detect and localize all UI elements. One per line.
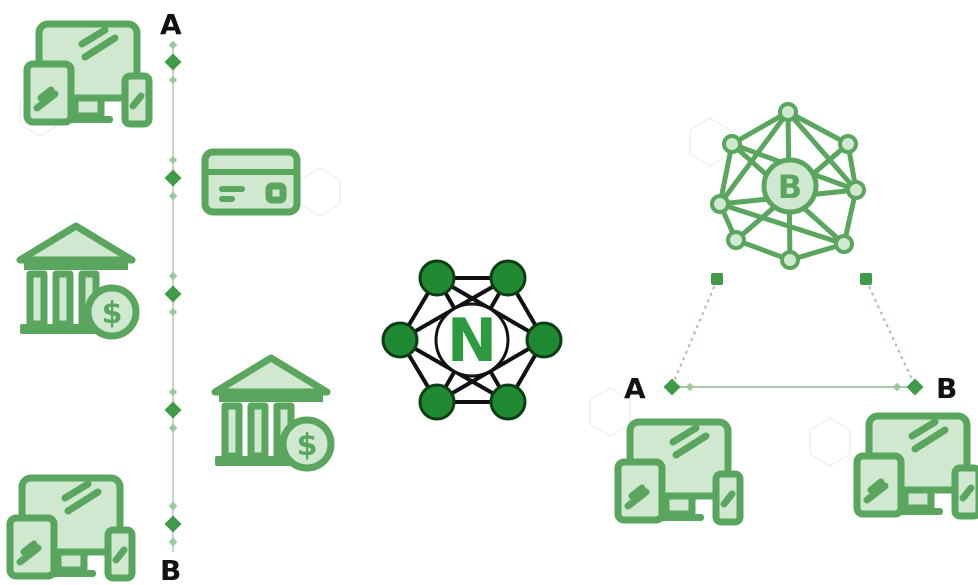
nano-network-icon: N [381,259,563,421]
bank-dollar-icon [20,226,136,336]
nano-letter: N [447,306,497,376]
blockchain-links [663,273,924,396]
devices-icon-b [857,416,978,516]
devices-icon [27,24,149,124]
bitcoin-network: B A B [618,102,978,522]
label-a-right: A [624,372,646,405]
network-nodes [381,259,563,421]
bank-dollar-icon-2 [215,358,331,468]
bitcoin-network-icon: B [710,102,866,270]
label-b-left: B [160,554,181,585]
devices-icon-bottom [10,478,132,578]
traditional-payment-chain: A B [10,8,331,585]
label-b-right: B [936,372,957,405]
devices-icon-a [618,422,740,522]
credit-card-icon [201,148,301,216]
btc-symbol: B [778,168,802,206]
label-a-left: A [160,8,182,41]
